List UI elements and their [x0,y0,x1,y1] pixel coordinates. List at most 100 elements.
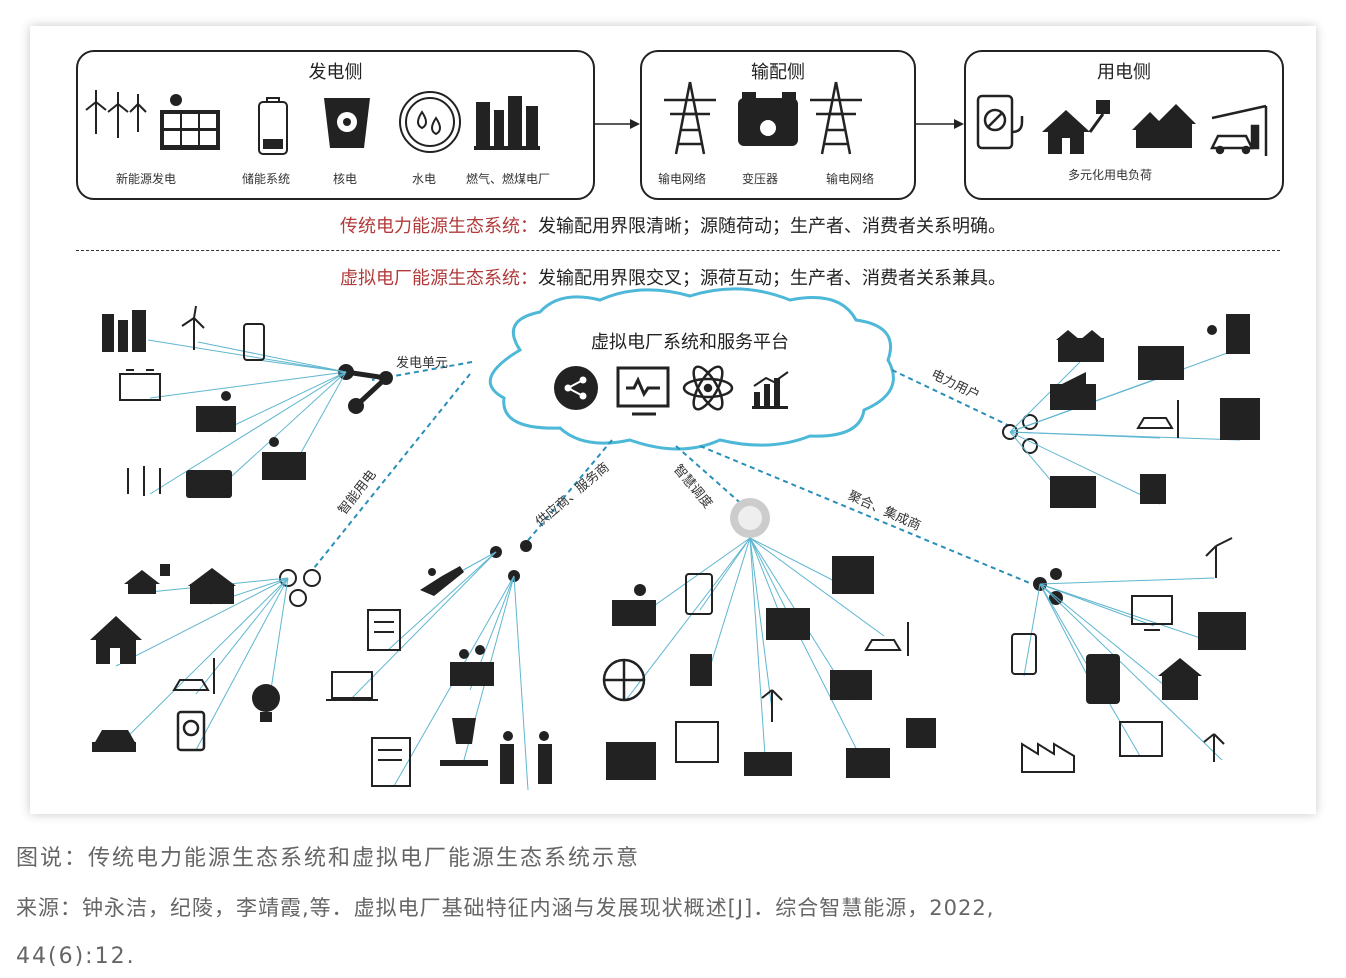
wind-turbine-icon [761,689,783,722]
wind-turbine-icon [127,466,161,496]
transmission-tower-icon [810,81,862,155]
generation-item-2: 核电 [333,172,358,186]
shop-icon [675,721,719,763]
generation-icons [85,90,540,155]
consumption-title: 用电侧 [1097,62,1151,83]
houses-icon [1056,330,1104,362]
trophy-icon [440,718,488,766]
solar-panel-icon [612,584,656,626]
eco-factory-icon [1021,742,1075,773]
ev-charger-icon [176,710,206,752]
section-divider [76,250,1280,251]
consumption-item-0: 多元化用电负荷 [1068,168,1153,182]
generation-item-3: 水电 [412,172,437,186]
transmission-item-1: 变压器 [742,172,779,186]
house-icon [90,616,142,664]
battery-icon [243,323,265,361]
generation-item-0: 新能源发电 [116,172,177,186]
light-bulb-icon [252,684,280,722]
fuel-station-icon [690,654,712,686]
ev-charger-icon [976,94,1024,150]
solar-panel-icon [262,437,306,480]
charging-station-car-icon [1209,104,1268,156]
shop-icon [1050,476,1096,508]
hub-node-smart-use [279,569,321,607]
hub-node-user [1002,414,1038,454]
platform-title: 虚拟电厂系统和服务平台 [591,332,789,353]
consumption-panel: 用电侧 多元化用电负荷 [964,50,1284,200]
source-caption-cont: 44(6):12. [16,944,136,969]
factory-icon [102,310,146,352]
house-plug-icon [1042,100,1110,154]
charging-station-car-icon [172,658,215,694]
hub-node-supplier [490,540,532,582]
source-caption: 来源：钟永洁，纪陵，李靖霞,等．虚拟电厂基础特征内涵与发展现状概述[J]．综合智… [16,896,995,920]
nuclear-plant-icon [324,98,370,148]
solar-panel-icon [196,391,236,432]
consumption-icons [976,94,1268,156]
wind-turbine-icon [181,305,205,350]
generation-item-1: 储能系统 [242,172,291,186]
traditional-line: 传统电力能源生态系统：发输配用界限清晰；源随荷动；生产者、消费者关系明确。 [0,212,1346,238]
generation-title: 发电侧 [308,62,363,83]
charging-station-car-icon [1136,400,1179,438]
houses-icon [1132,104,1196,148]
transmission-title: 输配侧 [751,62,805,83]
battery-icon [685,573,713,615]
transmission-tower-icon [664,81,716,155]
virtual-label: 虚拟电厂能源生态系统： [340,268,538,289]
checklist-icon [371,737,411,787]
wind-turbine-icon [1205,537,1233,578]
fuel-pump-icon [1086,654,1120,704]
hub-node-dispatch [730,498,770,538]
contract-icon [367,609,401,651]
hand-coin-icon [420,566,464,596]
battery-icon [1011,633,1037,675]
school-icon [766,608,810,640]
spoke-links [113,339,1241,791]
wind-turbine-icon [85,90,147,138]
virtual-text: 发输配用界限交叉；源荷互动；生产者、消费者关系兼具。 [538,268,1006,289]
generation-item-4: 燃气、燃煤电厂 [466,172,551,186]
hub-node-generation [338,364,393,414]
power-plant-icon [474,96,540,150]
factory-icon [846,748,890,778]
figure-caption: 图说：传统电力能源生态系统和虚拟电厂能源生态系统示意 [16,846,641,871]
city-building-icon [832,556,874,594]
ferris-wheel-icon [602,658,646,702]
houses-icon [744,752,792,776]
car-battery-icon [119,369,161,401]
meeting-icon [450,645,494,686]
office-tower-icon [606,742,656,780]
monitor-icon [616,366,670,416]
solar-panel-icon [160,94,220,150]
generation-panel: 发电侧 [76,50,595,200]
battery-icon [258,97,288,155]
charging-station-car-icon [864,622,909,656]
cloud-shape [488,287,895,451]
house-plug-icon [124,564,170,594]
smart-home-icon [1158,658,1202,700]
hospital-icon [830,670,872,700]
monitor-icon [1131,595,1173,631]
handshake-icon [500,731,552,784]
traditional-text: 发输配用界限清晰；源随荷动；生产者、消费者关系明确。 [538,216,1006,237]
building-icon [1220,398,1260,440]
transmission-item-0: 输电网络 [658,172,707,186]
share-icon [554,366,598,410]
transformer-icon [738,92,798,146]
link-label-generation-unit: 发电单元 [396,356,449,371]
wind-plug-icon [1203,733,1225,762]
bar-chart-icon [752,371,789,409]
office-building-icon [1138,346,1184,380]
hydro-power-icon [399,91,461,153]
electric-car-icon [92,730,136,752]
factory-icon [1050,372,1096,410]
apartment-icon [1207,314,1250,354]
transmission-item-2: 输电网络 [826,172,875,186]
houses-icon [188,568,236,604]
tower-building-icon [1140,474,1166,504]
virtual-line: 虚拟电厂能源生态系统：发输配用界限交叉；源荷互动；生产者、消费者关系兼具。 [0,264,1346,290]
